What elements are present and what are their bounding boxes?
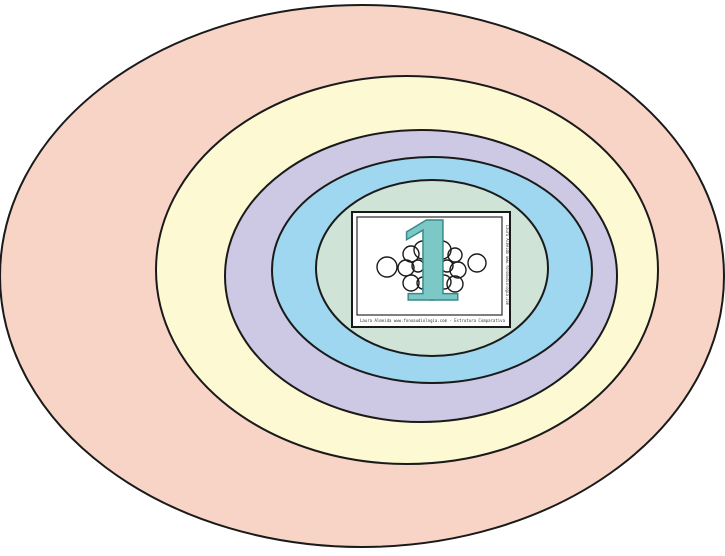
card-numeral: 1: [393, 200, 468, 326]
center-card: 1 Laura Almeida www.fonoaudiologia.com -…: [352, 200, 510, 327]
card-caption-side: Laura Almeida www.fonoaudiologia.com: [505, 225, 510, 306]
card-caption-bottom: Laura Almeida www.fonoaudiologia.com - E…: [360, 318, 506, 323]
